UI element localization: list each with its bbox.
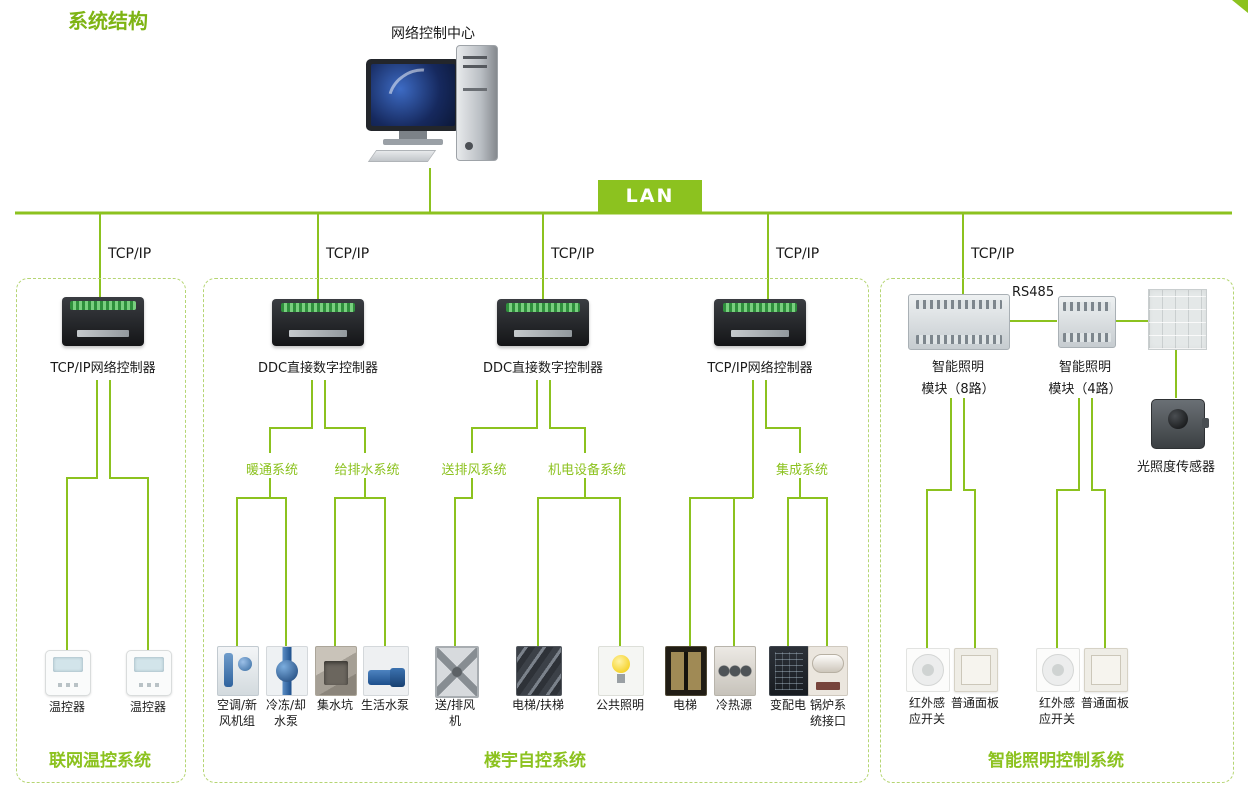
monitor-icon	[366, 59, 460, 131]
group-box-lighting-control	[880, 278, 1234, 783]
subsystem-label-water: 给排水系统	[320, 459, 414, 478]
device-label: 集水坑	[316, 698, 353, 712]
diagram-title: 系统结构	[68, 9, 148, 33]
device-label: 生活水泵	[360, 698, 409, 712]
device-label: 公共照明	[595, 698, 644, 712]
ir-sensor-switch-icon	[906, 648, 950, 692]
controller-icon-g1	[62, 297, 144, 346]
device-label: 温控器	[129, 700, 166, 714]
controller-label: DDC直接数字控制器	[482, 361, 604, 376]
thermostat-icon	[45, 650, 91, 696]
keyboard-icon	[367, 150, 437, 162]
decorative-corner-mark	[1232, 0, 1248, 13]
tcpip-label: TCP/IP	[551, 246, 595, 262]
wall-panel-icon	[954, 648, 998, 692]
controller-icon-ddc2	[497, 299, 589, 346]
domestic-water-pump-icon	[363, 646, 409, 696]
subsystem-label-electromechanical: 机电设备系统	[535, 459, 639, 478]
subsystem-label-integration: 集成系统	[760, 459, 844, 478]
controller-label: TCP/IP网络控制器	[50, 361, 156, 376]
illuminance-sensor-icon	[1151, 399, 1209, 449]
controller-icon-ddc1	[272, 299, 364, 346]
controller-icon-tcpip	[714, 299, 806, 346]
heat-cold-source-icon	[714, 646, 756, 696]
device-label: 送/排风机	[434, 698, 476, 728]
group-box-building-automation	[203, 278, 869, 783]
module-label-line2: 模块（4路）	[1048, 382, 1122, 397]
tcpip-label: TCP/IP	[108, 246, 152, 262]
device-label: 电梯/扶梯	[511, 698, 565, 712]
lighting-module-8ch-icon	[908, 294, 1010, 350]
group-box-thermostat-system	[16, 278, 186, 783]
device-label: 温控器	[48, 700, 85, 714]
ahu-icon	[217, 646, 259, 696]
monitor-stand	[399, 131, 427, 139]
thermostat-icon	[126, 650, 172, 696]
sump-pit-icon	[315, 646, 357, 696]
computer-icon	[366, 45, 498, 167]
controller-label: TCP/IP网络控制器	[707, 361, 813, 376]
subsystem-label-ventilation: 送排风系统	[427, 459, 521, 478]
power-distribution-icon	[769, 646, 809, 696]
module-label-line1: 智能照明	[931, 360, 984, 375]
tcpip-label: TCP/IP	[971, 246, 1015, 262]
boiler-interface-icon	[808, 646, 848, 696]
network-center-label: 网络控制中心	[391, 26, 475, 42]
device-label: 普通面板	[950, 696, 999, 710]
group-title-lighting-control: 智能照明控制系统	[988, 751, 1124, 771]
device-label: 变配电	[769, 698, 806, 712]
device-label: 空调/新风机组	[216, 698, 258, 728]
ir-sensor-switch-icon	[1036, 648, 1080, 692]
keypad-panel-icon	[1148, 289, 1207, 350]
public-lighting-icon	[598, 646, 644, 696]
tcpip-label: TCP/IP	[326, 246, 370, 262]
device-label: 普通面板	[1080, 696, 1129, 710]
device-label: 红外感应开关	[908, 696, 945, 726]
group-title-thermostat-system: 联网温控系统	[49, 751, 151, 771]
device-label: 电梯	[672, 698, 697, 712]
module-label-line2: 模块（8路）	[921, 382, 995, 397]
sensor-label: 光照度传感器	[1136, 460, 1215, 475]
module-label-line1: 智能照明	[1058, 360, 1111, 375]
elevator-icon	[665, 646, 707, 696]
pc-tower-icon	[456, 45, 498, 161]
lan-badge: LAN	[598, 180, 702, 213]
device-label: 锅炉系统接口	[809, 698, 846, 728]
monitor-base	[383, 139, 443, 145]
device-label: 冷热源	[715, 698, 752, 712]
group-title-building-automation: 楼宇自控系统	[484, 751, 586, 771]
device-label: 红外感应开关	[1038, 696, 1075, 726]
wall-panel-icon	[1084, 648, 1128, 692]
controller-label: DDC直接数字控制器	[257, 361, 379, 376]
tcpip-label: TCP/IP	[776, 246, 820, 262]
rs485-label: RS485	[1012, 285, 1055, 300]
lighting-module-4ch-icon	[1058, 296, 1116, 348]
device-label: 冷冻/却水泵	[265, 698, 307, 728]
supply-exhaust-fan-icon	[435, 646, 479, 698]
chilled-water-pump-icon	[266, 646, 308, 696]
subsystem-label-hvac: 暖通系统	[230, 459, 314, 478]
escalator-icon	[516, 646, 562, 696]
